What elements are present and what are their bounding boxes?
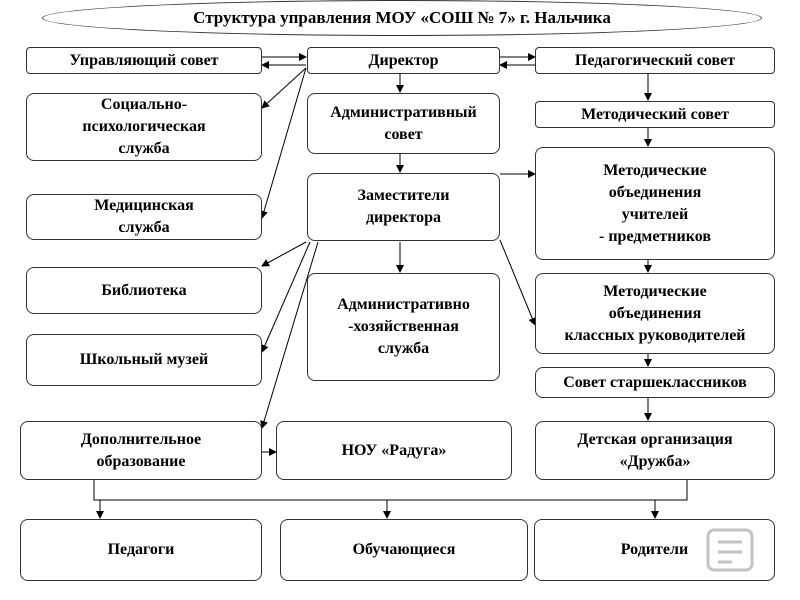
method-council-box: Методический совет xyxy=(535,101,775,128)
board-box: Управляющий совет xyxy=(26,47,262,74)
parents-box: Родители xyxy=(534,519,775,581)
arrow-deputies-library xyxy=(261,241,307,267)
students-box: Обучающиеся xyxy=(280,519,528,581)
extra-education-box: Дополнительное образование xyxy=(20,421,262,480)
library-box: Библиотека xyxy=(26,267,262,314)
arrow-deputies-extraedu xyxy=(260,241,319,429)
arrow-director-medical xyxy=(260,67,307,219)
arrow-deputies-methodclass xyxy=(499,239,537,326)
kids-org-box: Детская организация «Дружба» xyxy=(535,421,775,480)
admin-council-box: Административный совет xyxy=(307,93,500,154)
bottom-bracket xyxy=(93,480,688,501)
watermark-logo-icon xyxy=(706,528,754,572)
museum-box: Школьный музей xyxy=(26,334,262,386)
nou-box: НОУ «Радуга» xyxy=(276,421,512,480)
method-teachers-box: Методические объединения учителей - пред… xyxy=(535,147,775,260)
ped-council-box: Педагогический совет xyxy=(535,47,775,74)
teachers-box: Педагоги xyxy=(20,519,262,581)
method-class-box: Методические объединения классных руково… xyxy=(535,273,775,354)
ahs-box: Административно -хозяйственная служба xyxy=(307,273,500,381)
deputies-box: Заместители директора xyxy=(307,173,500,241)
diagram-title: Структура управления МОУ «СОШ № 7» г. На… xyxy=(42,0,762,36)
senior-council-box: Совет старшеклассников xyxy=(535,367,775,398)
arrow-deputies-museum xyxy=(261,241,311,353)
social-service-box: Социально- психологическая служба xyxy=(26,93,262,161)
arrow-director-social xyxy=(261,67,307,109)
director-box: Директор xyxy=(307,47,500,74)
medical-service-box: Медицинская служба xyxy=(26,194,262,240)
